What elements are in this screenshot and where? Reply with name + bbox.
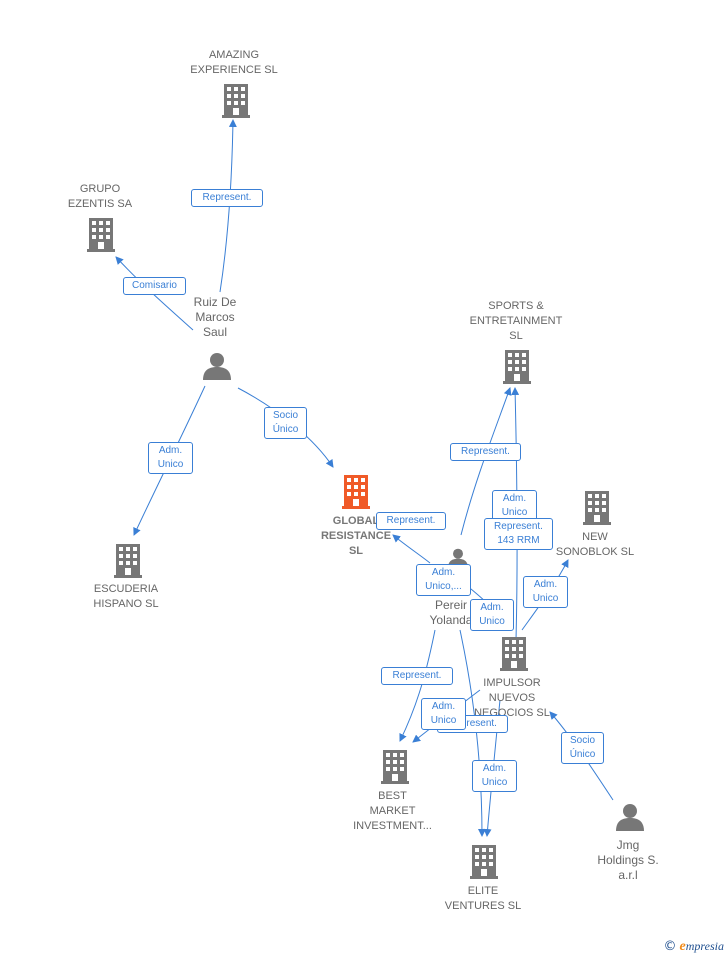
node-label-grupo[interactable]: GRUPO EZENTIS SA [67, 183, 133, 210]
building-icon [87, 218, 115, 252]
person-icon [616, 803, 644, 831]
node-label-amazing[interactable]: AMAZING EXPERIENCE SL [190, 49, 278, 76]
edge-label-adm-unico: Adm. Unico [523, 576, 568, 608]
node-label-best[interactable]: BEST MARKET INVESTMENT... [353, 790, 432, 832]
node-label-newsonoblok[interactable]: NEW SONOBLOK SL [555, 531, 635, 558]
building-icon [503, 350, 531, 384]
empresia-logo[interactable]: © empresia [664, 939, 724, 955]
node-label-jmg[interactable]: Jmg Holdings S. a.r.l [597, 838, 659, 882]
edge-label-adm-unico: Adm. Unico [148, 442, 193, 474]
edge-label-represent-143: Represent. 143 RRM [484, 518, 553, 550]
edge-label-represent: Represent. [450, 443, 521, 461]
building-icon-central [342, 475, 370, 509]
node-label-impulsor[interactable]: IMPULSOR NUEVOS NEGOCIOS SL [474, 677, 550, 719]
edge-pereira-global [392, 534, 431, 564]
edge-pereira-best [399, 629, 436, 742]
node-label-sports[interactable]: SPORTS & ENTRETAINMENT SL [469, 300, 563, 342]
node-label-escuderia[interactable]: ESCUDERIA HISPANO SL [93, 583, 159, 610]
copyright-icon: © [663, 939, 677, 954]
node-label-elite[interactable]: ELITE VENTURES SL [444, 885, 522, 912]
logo-e-letter: e [679, 939, 686, 954]
building-icon [222, 84, 250, 118]
node-label-pereira[interactable]: o Pereir Yolanda [429, 583, 473, 627]
edge-label-adm-unico: Adm. Unico [472, 760, 517, 792]
building-icon [500, 637, 528, 671]
building-icon [583, 491, 611, 525]
logo-text: mpresia [685, 939, 724, 953]
building-icon [381, 750, 409, 784]
node-label-global[interactable]: GLOBAL RESISTANCE SL [320, 515, 392, 557]
edge-label-represent: Represent. [376, 512, 446, 530]
edge-ruiz-amazing [219, 119, 237, 293]
building-icon [470, 845, 498, 879]
edge-label-adm-unico: Adm. Unico [470, 599, 514, 631]
edge-label-adm-unico: Adm. Unico [421, 698, 466, 730]
node-label-ruiz[interactable]: Ruiz De Marcos Saul [193, 295, 237, 339]
edge-label-comisario: Comisario [123, 277, 186, 295]
person-icon [203, 352, 231, 380]
edge-label-adm-unico-trunc: Adm. Unico,... [416, 564, 471, 596]
edge-label-socio-unico: Socio Único [264, 407, 307, 439]
edge-label-socio-unico: Socio Único [561, 732, 604, 764]
edge-label-represent: Represent. [381, 667, 453, 685]
building-icon [114, 544, 142, 578]
edge-pereira-elite [459, 629, 486, 837]
edge-label-adm-unico: Adm. Unico [492, 490, 537, 522]
edge-label-represent: Represent. [191, 189, 263, 207]
